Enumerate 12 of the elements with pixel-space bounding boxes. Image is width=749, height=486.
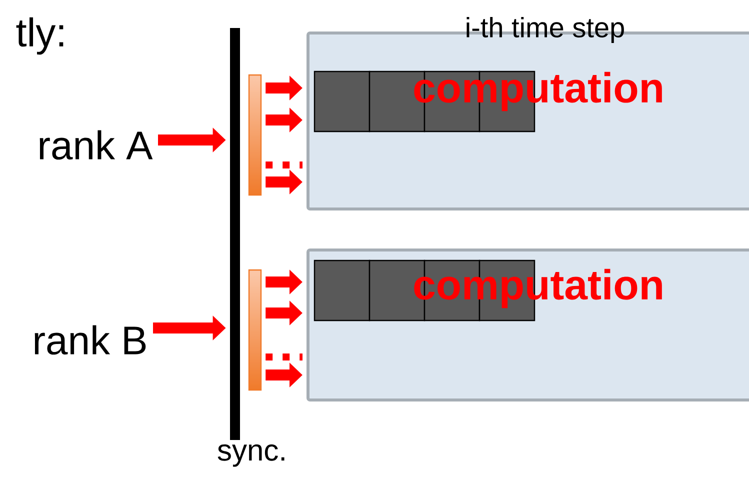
node-label: sync.	[218, 444, 284, 467]
sync-bar: sync.	[218, 28, 284, 467]
heading: i-th time step	[466, 16, 624, 44]
grid-cell	[314, 70, 370, 132]
dotted-line	[266, 354, 302, 360]
buffer-bar	[248, 269, 262, 391]
dotted-line	[266, 162, 302, 168]
buffer-bar	[248, 74, 262, 196]
rank-label: rank A	[40, 130, 153, 160]
rank-label: rank B	[34, 325, 146, 355]
cropped-text: tly:	[16, 17, 64, 55]
grid-cell	[314, 260, 370, 322]
